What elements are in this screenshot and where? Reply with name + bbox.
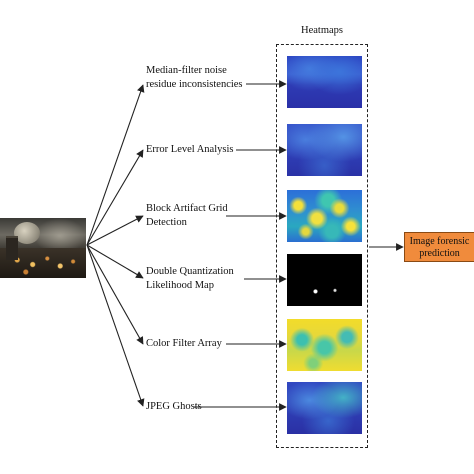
input-image [0, 218, 86, 278]
method-label-error-level-analysis: Error Level Analysis [146, 144, 234, 155]
method-label-double-quantization: Double Quantization Likelihood Map [146, 266, 234, 291]
heatmap-error-level-analysis [287, 124, 362, 176]
method-label-color-filter-array: Color Filter Array [146, 338, 222, 349]
heatmaps-group-box [276, 44, 368, 448]
heatmap-median-filter [287, 56, 362, 108]
input-image-moon [14, 222, 40, 244]
heatmap-color-filter-array [287, 319, 362, 371]
output-prediction-box: Image forensic prediction [404, 232, 474, 262]
input-image-sky [34, 218, 86, 248]
method-label-block-artifact-grid: Block Artifact Grid Detection [146, 203, 228, 228]
fan-arrow-3 [86, 215, 144, 246]
input-image-ruin [6, 236, 18, 260]
output-label-line2: prediction [419, 248, 460, 259]
output-label-line1: Image forensic [409, 236, 470, 247]
heatmaps-title: Heatmaps [301, 25, 343, 36]
fan-arrow-4 [86, 244, 144, 279]
fan-arrow-1 [86, 84, 145, 246]
method-label-jpeg-ghosts: JPEG Ghosts [146, 401, 202, 412]
heatmap-block-artifact-grid [287, 190, 362, 242]
heatmap-jpeg-ghosts [287, 382, 362, 434]
heatmap-double-quantization [287, 254, 362, 306]
fan-arrow-6 [86, 244, 145, 407]
fan-arrow-2 [86, 149, 144, 246]
method-label-median-filter: Median-filter noise residue inconsistenc… [146, 65, 243, 90]
fan-arrow-5 [86, 244, 144, 345]
